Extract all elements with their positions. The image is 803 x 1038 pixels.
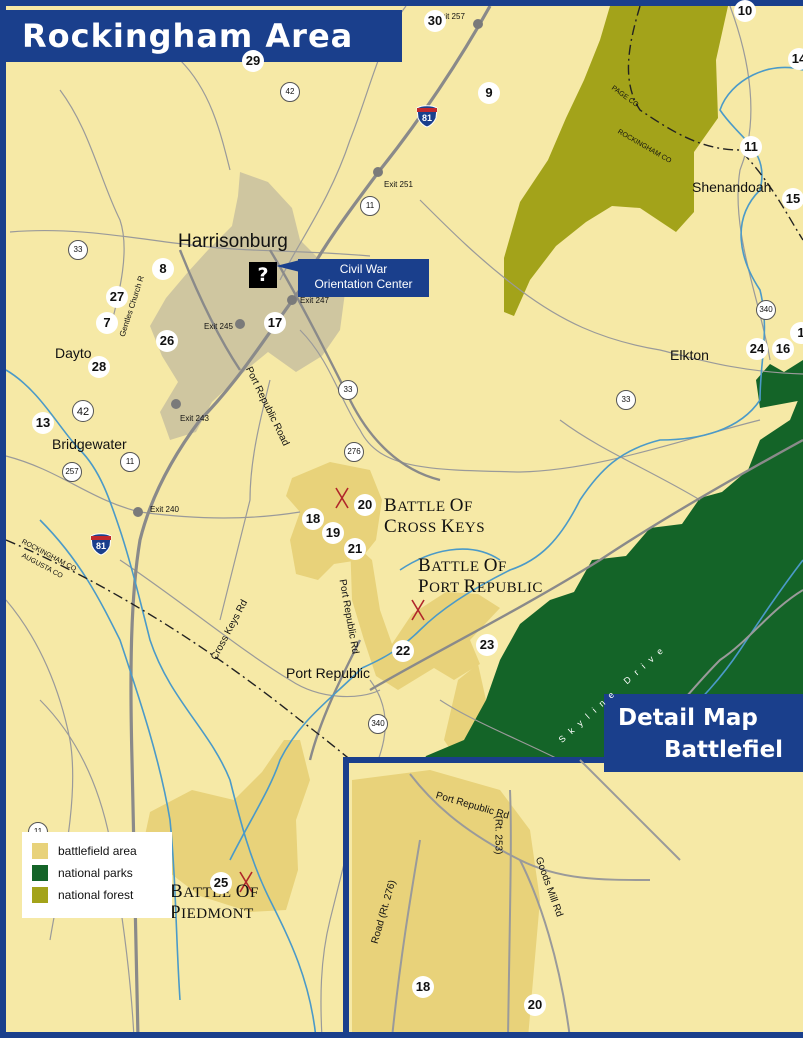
site-marker-13[interactable]: 13 xyxy=(32,412,54,434)
detail-road-rt253: (Rt. 253) xyxy=(492,815,504,855)
site-marker-8[interactable]: 8 xyxy=(152,258,174,280)
town-dayton[interactable]: Dayto xyxy=(55,345,92,361)
route-shield-257: 257 xyxy=(62,462,82,482)
route-shield-42-south: 42 xyxy=(72,400,94,422)
exit-243: Exit 243 xyxy=(180,414,209,423)
site-marker-26[interactable]: 26 xyxy=(156,330,178,352)
national-park-lobe xyxy=(756,360,803,408)
battle-port-republic-line2: PORT REPUBLIC xyxy=(418,576,543,597)
exit-247: Exit 247 xyxy=(300,296,329,305)
site-marker-9[interactable]: 9 xyxy=(478,82,500,104)
route-shield-11-north: 11 xyxy=(360,196,380,216)
site-marker-30[interactable]: 30 xyxy=(424,10,446,32)
interstate-81-label-south: 81 xyxy=(95,541,106,551)
site-marker-24[interactable]: 24 xyxy=(746,338,768,360)
site-marker-14[interactable]: 14 xyxy=(788,48,803,70)
route-shield-276: 276 xyxy=(344,442,364,462)
site-marker-11[interactable]: 11 xyxy=(740,136,762,158)
town-elkton[interactable]: Elkton xyxy=(670,347,709,363)
site-marker-27[interactable]: 27 xyxy=(106,286,128,308)
detail-site-marker-20[interactable]: 20 xyxy=(524,994,546,1016)
town-bridgewater[interactable]: Bridgewater xyxy=(52,436,127,452)
route-shield-340-south: 340 xyxy=(368,714,388,734)
map-title: Rockingham Area xyxy=(6,10,402,62)
town-port-republic[interactable]: Port Republic xyxy=(286,665,371,681)
callout-pointer xyxy=(276,260,300,272)
site-marker-20[interactable]: 20 xyxy=(354,494,376,516)
battle-port-republic[interactable]: BATTLE OF PORT REPUBLIC xyxy=(418,556,543,598)
legend-swatch-battlefield xyxy=(32,843,48,859)
site-marker-10[interactable]: 10 xyxy=(734,0,756,22)
site-marker-28[interactable]: 28 xyxy=(88,356,110,378)
callout-line1: Civil War xyxy=(339,262,388,276)
route-shield-33-west: 33 xyxy=(68,240,88,260)
callout-line2: Orientation Center xyxy=(314,277,413,291)
route-shield-11-bridgewater: 11 xyxy=(120,452,140,472)
site-marker-21[interactable]: 21 xyxy=(344,538,366,560)
national-forest-area xyxy=(504,6,728,316)
interstate-81-shield-south xyxy=(90,533,112,556)
piedmont-battlefield xyxy=(144,740,310,912)
site-marker-29[interactable]: 29 xyxy=(242,50,264,72)
legend-swatch-national-parks xyxy=(32,865,48,881)
orientation-center-callout[interactable]: Civil War Orientation Center xyxy=(298,259,429,297)
detail-site-marker-18[interactable]: 18 xyxy=(412,976,434,998)
interstate-81-label-north: 81 xyxy=(421,113,432,123)
detail-title-line1: Detail Map xyxy=(618,705,758,731)
legend-label-national-forest: national forest xyxy=(58,888,134,902)
exit-240: Exit 240 xyxy=(150,505,179,514)
question-icon[interactable]: ? xyxy=(249,262,277,288)
site-marker-19[interactable]: 19 xyxy=(322,522,344,544)
town-harrisonburg[interactable]: Harrisonburg xyxy=(178,231,288,252)
battle-cross-keys-line1: BATTLE OF xyxy=(384,495,473,516)
battle-cross-keys[interactable]: BATTLE OF CROSS KEYS xyxy=(384,496,485,538)
detail-map-title: Detail Map Battlefiel xyxy=(604,694,803,772)
legend-label-national-parks: national parks xyxy=(58,866,133,880)
battle-cross-keys-line2: CROSS KEYS xyxy=(384,516,486,537)
route-shield-42-north: 42 xyxy=(280,82,300,102)
exit-245: Exit 245 xyxy=(204,322,233,331)
detail-title-line2: Battlefiel xyxy=(664,737,784,763)
legend-row-national-parks: national parks xyxy=(32,862,162,884)
exit-markers xyxy=(133,19,483,517)
legend-row-battlefield: battlefield area xyxy=(32,840,162,862)
interstate-81-shield-north xyxy=(416,105,438,128)
harrisonburg-urban-area xyxy=(150,172,346,440)
legend-swatch-national-forest xyxy=(32,887,48,903)
route-shield-340-north: 340 xyxy=(756,300,776,320)
site-marker-23[interactable]: 23 xyxy=(476,634,498,656)
site-marker-22[interactable]: 22 xyxy=(392,640,414,662)
battle-port-republic-line1: BATTLE OF xyxy=(418,555,507,576)
map-legend: battlefield area national parks national… xyxy=(22,832,172,918)
detail-roads-lines xyxy=(391,759,681,1038)
site-marker-25[interactable]: 25 xyxy=(210,872,232,894)
site-marker-15[interactable]: 15 xyxy=(782,188,803,210)
site-marker-7[interactable]: 7 xyxy=(96,312,118,334)
battle-piedmont-line2: PIEDMONT xyxy=(170,902,254,923)
site-marker-1[interactable]: 1 xyxy=(790,322,803,344)
route-shield-33-central: 33 xyxy=(338,380,358,400)
port-republic-battlefield xyxy=(350,540,500,690)
legend-row-national-forest: national forest xyxy=(32,884,162,906)
legend-label-battlefield: battlefield area xyxy=(58,844,137,858)
river-battlefield-strip xyxy=(444,664,486,758)
site-marker-17[interactable]: 17 xyxy=(264,312,286,334)
battle-swords xyxy=(239,487,425,893)
exit-257: Exit 257 xyxy=(436,12,465,21)
town-shenandoah[interactable]: Shenandoah xyxy=(692,179,772,195)
site-marker-18[interactable]: 18 xyxy=(302,508,324,530)
route-shield-33-east: 33 xyxy=(616,390,636,410)
site-marker-16[interactable]: 16 xyxy=(772,338,794,360)
exit-251: Exit 251 xyxy=(384,180,413,189)
